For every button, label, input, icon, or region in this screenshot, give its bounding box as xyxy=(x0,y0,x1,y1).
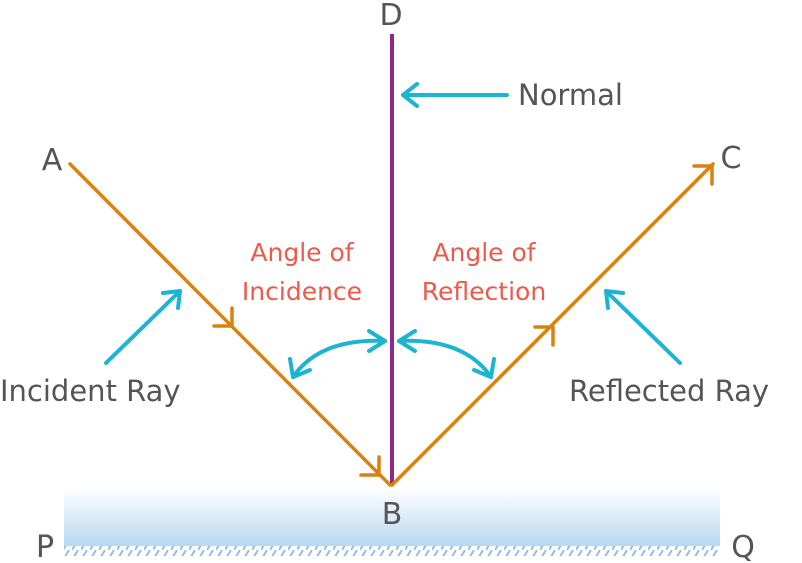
point-label-c: C xyxy=(721,141,742,176)
reflecting-surface xyxy=(64,488,720,556)
mirror-block xyxy=(64,488,720,546)
reflected-ray xyxy=(390,162,715,487)
angle-reflection-label-line1: Angle of xyxy=(432,238,536,267)
angle-incidence-label-line2: Incidence xyxy=(242,277,362,306)
angle-incidence-label-line1: Angle of xyxy=(250,238,354,267)
angle-reflection-arc xyxy=(397,329,496,379)
incident-ray xyxy=(68,162,392,487)
incident-ray-arrow-end xyxy=(359,455,381,477)
angle-incidence-arc xyxy=(288,329,387,379)
normal-label: Normal xyxy=(518,78,623,112)
incident-ray-arrow-mid xyxy=(212,306,234,328)
reflected-ray-pointer-arrow xyxy=(604,289,682,365)
point-label-d: D xyxy=(379,0,402,33)
point-label-a: A xyxy=(42,143,63,178)
mirror-hatching xyxy=(64,546,720,556)
point-label-b: B xyxy=(382,497,403,532)
incident-ray-label: Incident Ray xyxy=(0,374,181,408)
angle-reflection-label-line2: Reflection xyxy=(422,277,546,306)
reflected-ray-arrow-end xyxy=(692,164,714,186)
reflected-ray-arrow-mid xyxy=(533,325,555,347)
point-label-p: P xyxy=(36,530,54,563)
point-label-q: Q xyxy=(731,530,755,563)
incident-ray-pointer-arrow xyxy=(104,289,182,365)
normal-pointer-arrow xyxy=(401,82,509,108)
reflected-ray-label: Reflected Ray xyxy=(569,374,769,408)
